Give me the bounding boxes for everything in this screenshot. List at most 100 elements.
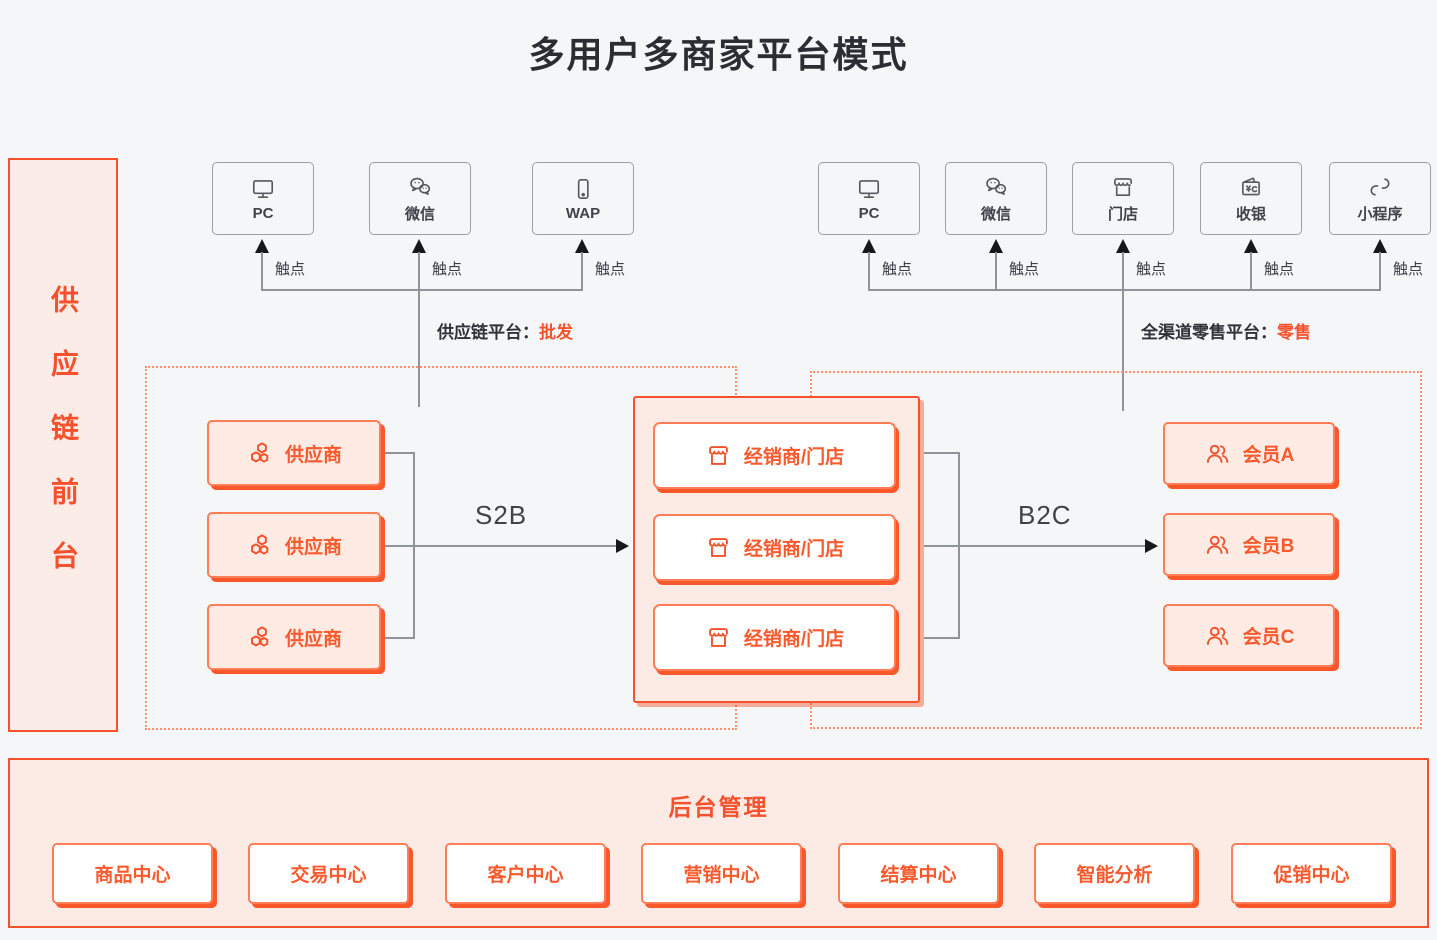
- dealer-label: 经销商/门店: [743, 539, 845, 560]
- touchpoint-label: 微信: [980, 205, 1011, 223]
- users-icon: [1206, 535, 1228, 554]
- storefront-icon: [708, 446, 728, 465]
- backend-title: 后台管理: [668, 794, 769, 820]
- touchpoint-label: 收银: [1235, 205, 1266, 223]
- arrow-up: [862, 239, 876, 253]
- touch-label: 触点: [432, 261, 463, 278]
- module-smart-analysis: 智能分析: [1034, 843, 1195, 904]
- touchpoint-store: 门店: [1072, 162, 1174, 235]
- connector: [418, 289, 420, 407]
- module-marketing-center: 营销中心: [641, 843, 802, 904]
- s2b-label: S2B: [475, 500, 528, 530]
- supply-platform-label: 供应链平台：批发: [437, 318, 573, 343]
- s2b-arrow-line: [385, 545, 623, 547]
- supplier-label: 供应商: [284, 628, 342, 650]
- b2c-arrow-line: [924, 545, 1147, 547]
- page-title: 多用户多商家平台模式: [528, 34, 909, 75]
- touchpoint-label: 门店: [1107, 205, 1138, 223]
- s2b-arrowhead: [616, 539, 629, 553]
- users-icon: [1206, 444, 1228, 463]
- b2c-arrowhead: [1145, 539, 1158, 553]
- retail-platform-value: 零售: [1277, 323, 1311, 342]
- dealer-label: 经销商/门店: [743, 629, 845, 650]
- touchpoint-label: PC: [252, 204, 274, 222]
- phone-icon: [577, 178, 589, 199]
- touch-label: 触点: [882, 261, 913, 278]
- member-node-c: 会员C: [1163, 604, 1335, 667]
- arrow-up: [1373, 239, 1387, 253]
- arrow-up: [255, 239, 269, 253]
- supplier-node-3: 供应商: [207, 604, 381, 670]
- connector: [385, 452, 413, 454]
- touchpoint-pc-right: PC: [818, 162, 920, 235]
- supply-chain-front-label: 供应链前台: [48, 285, 79, 605]
- connector: [995, 252, 997, 290]
- touch-label: 触点: [275, 261, 306, 278]
- arrow-up: [1244, 239, 1258, 253]
- connector: [924, 637, 958, 639]
- module-customer-center: 客户中心: [445, 843, 606, 904]
- connector: [581, 252, 583, 290]
- miniprogram-icon: [1370, 177, 1390, 196]
- supplier-label: 供应商: [284, 536, 342, 558]
- wechat-icon: [986, 177, 1007, 195]
- member-label: 会员B: [1242, 536, 1295, 557]
- connector: [1379, 252, 1381, 290]
- connector: [418, 252, 420, 290]
- touch-label: 触点: [1393, 261, 1424, 278]
- arrow-up: [1116, 239, 1130, 253]
- supply-chain-front-panel: 供应链前台: [8, 158, 118, 732]
- connector: [261, 289, 583, 291]
- member-label: 会员C: [1242, 627, 1295, 648]
- supply-platform-text: 供应链平台：: [437, 323, 539, 342]
- touchpoint-cashier: 收银: [1200, 162, 1302, 235]
- connector: [868, 289, 1381, 291]
- retail-platform-label: 全渠道零售平台：零售: [1141, 318, 1311, 343]
- touchpoint-label: PC: [858, 204, 880, 222]
- member-node-a: 会员A: [1163, 422, 1335, 485]
- touch-label: 触点: [595, 261, 626, 278]
- arrow-up: [575, 239, 589, 253]
- touch-label: 触点: [1136, 261, 1167, 278]
- connector: [261, 252, 263, 290]
- touchpoint-label: WAP: [565, 204, 601, 222]
- module-settlement-center: 结算中心: [838, 843, 999, 904]
- users-icon: [1206, 626, 1228, 645]
- supply-platform-value: 批发: [539, 323, 573, 342]
- connector: [1122, 252, 1124, 290]
- cashier-icon: [1242, 176, 1260, 195]
- dealer-node-1: 经销商/门店: [653, 422, 896, 489]
- member-node-b: 会员B: [1163, 513, 1335, 576]
- supplier-label: 供应商: [284, 444, 342, 466]
- storefront-icon: [708, 628, 728, 647]
- hexagons-icon: [251, 533, 269, 555]
- connector: [1122, 289, 1124, 411]
- touchpoint-label: 微信: [404, 205, 435, 223]
- touchpoint-label: 小程序: [1357, 205, 1403, 223]
- b2c-label: B2C: [1018, 500, 1072, 530]
- supplier-node-2: 供应商: [207, 512, 381, 578]
- module-promotion-center: 促销中心: [1231, 843, 1392, 904]
- dealer-node-2: 经销商/门店: [653, 514, 896, 581]
- arrow-up: [989, 239, 1003, 253]
- monitor-icon: [858, 179, 880, 198]
- hexagons-icon: [251, 625, 269, 647]
- touchpoint-pc-left: PC: [212, 162, 314, 235]
- retail-platform-text: 全渠道零售平台：: [1141, 323, 1277, 342]
- touchpoint-wap: WAP: [532, 162, 634, 235]
- member-label: 会员A: [1242, 445, 1295, 466]
- module-trade-center: 交易中心: [248, 843, 409, 904]
- store-icon: [1114, 177, 1132, 196]
- supplier-node-1: 供应商: [207, 420, 381, 486]
- connector: [924, 452, 958, 454]
- hexagons-icon: [251, 441, 269, 463]
- monitor-icon: [252, 179, 274, 198]
- touch-label: 触点: [1009, 261, 1040, 278]
- arrow-up: [412, 239, 426, 253]
- connector: [868, 252, 870, 290]
- touchpoint-wechat-left: 微信: [369, 162, 471, 235]
- dealer-label: 经销商/门店: [743, 447, 845, 468]
- connector: [1250, 252, 1252, 290]
- module-product-center: 商品中心: [52, 843, 213, 904]
